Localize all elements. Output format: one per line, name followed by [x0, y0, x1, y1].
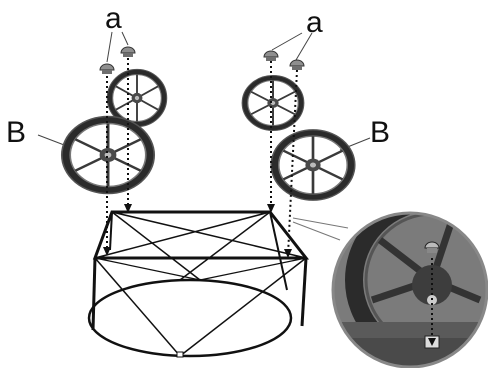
bolt-icon: [263, 50, 279, 61]
arrow-heads: [103, 204, 292, 258]
label-a-left: a: [105, 2, 122, 35]
bolt-icon: [289, 59, 305, 70]
bolt-icon: [120, 46, 136, 57]
leader-lines: [37, 31, 371, 151]
insertion-lines: [106, 58, 298, 256]
label-a-right: a: [306, 6, 323, 39]
frame-icon: [87, 210, 310, 358]
magnifier-leaders: [292, 217, 349, 241]
bolt-icon: [99, 63, 115, 74]
label-b-left: B: [6, 116, 26, 149]
wheel-icon: [271, 130, 355, 200]
label-b-right: B: [370, 116, 390, 149]
detail-magnifier: [331, 211, 488, 368]
wheel-icon: [242, 76, 304, 131]
